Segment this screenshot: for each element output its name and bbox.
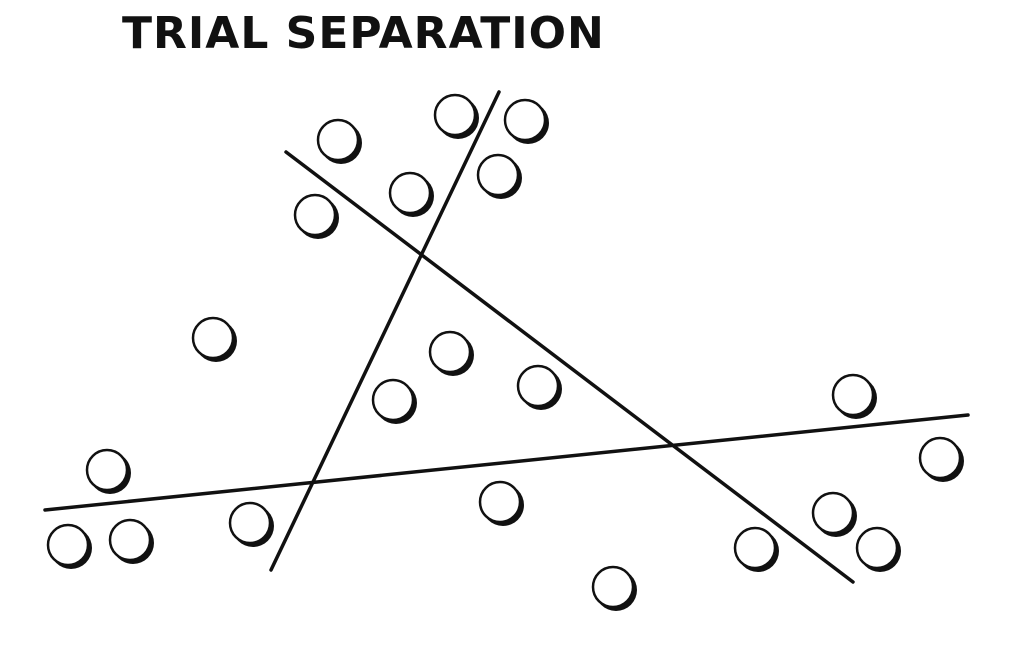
point-circle bbox=[476, 153, 522, 199]
separator-line-diagonal bbox=[284, 150, 855, 584]
point-circle bbox=[371, 378, 417, 424]
point-circle bbox=[108, 518, 154, 564]
point-circle bbox=[191, 316, 237, 362]
point-circle bbox=[316, 118, 362, 164]
point-circle bbox=[855, 526, 901, 572]
point-circle bbox=[228, 501, 274, 547]
separator-line-horizontal bbox=[43, 413, 970, 512]
point-circle bbox=[46, 523, 92, 569]
point-circle bbox=[918, 436, 964, 482]
point-circle bbox=[503, 98, 549, 144]
point-circle bbox=[516, 364, 562, 410]
point-circle bbox=[433, 93, 479, 139]
point-circle bbox=[478, 480, 524, 526]
point-circle bbox=[85, 448, 131, 494]
point-circle bbox=[428, 330, 474, 376]
point-circle bbox=[293, 193, 339, 239]
point-circle bbox=[733, 526, 779, 572]
diagram-title: TRIAL SEPARATION bbox=[122, 8, 605, 59]
separator-line-steep bbox=[269, 90, 501, 572]
point-circle bbox=[388, 171, 434, 217]
point-circle bbox=[831, 373, 877, 419]
point-circle bbox=[811, 491, 857, 537]
point-circle bbox=[591, 565, 637, 611]
